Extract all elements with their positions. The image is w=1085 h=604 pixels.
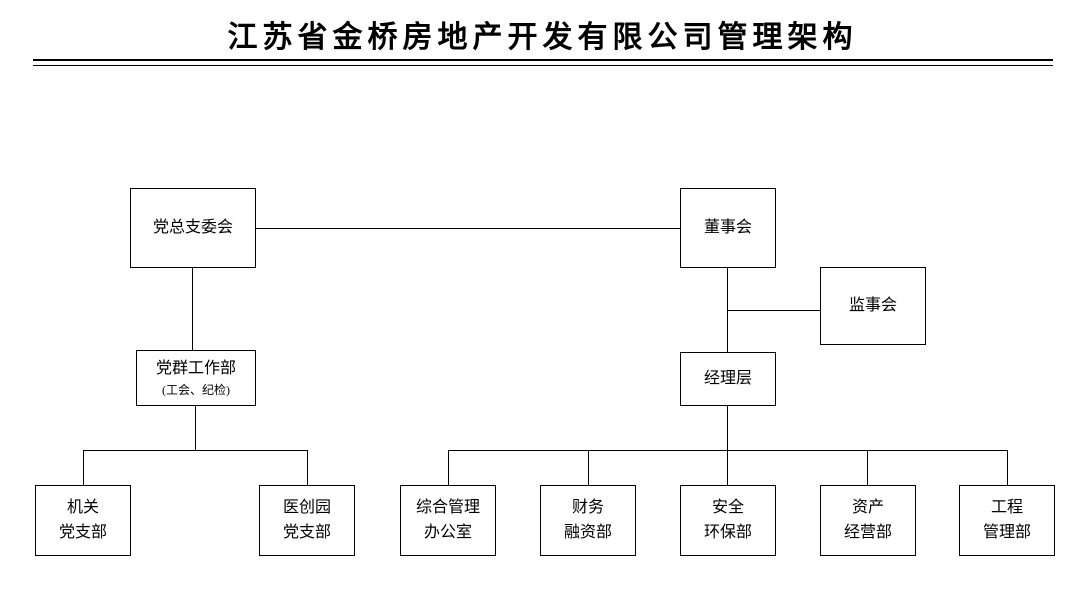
node-sublabel: (工会、纪检) [162, 383, 230, 397]
node-label: 工程 管理部 [982, 498, 1031, 541]
connector-drop-office-branch [83, 450, 84, 485]
node-label: 董事会 [703, 218, 752, 236]
node-office-party-branch: 机关 党支部 [35, 485, 131, 556]
node-finance-financing-dept: 财务 融资部 [540, 485, 636, 556]
node-label: 经理层 [703, 369, 752, 387]
node-label: 党群工作部 [155, 360, 236, 378]
node-medpark-party-branch: 医创园 党支部 [259, 485, 355, 556]
connector-drop-general-office [448, 450, 449, 485]
node-label: 综合管理 办公室 [415, 498, 480, 541]
connector-left-branch-bar [83, 450, 307, 451]
node-general-admin-office: 综合管理 办公室 [400, 485, 496, 556]
node-label: 医创园 党支部 [282, 498, 331, 541]
connector-management-down [727, 406, 728, 485]
connector-drop-engineering [1007, 450, 1008, 485]
connector-drop-medpark-branch [307, 450, 308, 485]
connector-dept-down [195, 406, 196, 450]
node-board-of-directors: 董事会 [680, 188, 776, 268]
node-label: 党总支委会 [152, 218, 233, 236]
connector-party-board [256, 228, 680, 229]
node-label: 财务 融资部 [563, 498, 612, 541]
node-engineering-management-dept: 工程 管理部 [959, 485, 1055, 556]
connector-to-supervisory [728, 310, 820, 311]
node-asset-operation-dept: 资产 经营部 [820, 485, 916, 556]
node-label: 资产 经营部 [843, 498, 892, 541]
node-label: 监事会 [848, 296, 897, 314]
node-label: 安全 环保部 [703, 498, 752, 541]
node-supervisory-board: 监事会 [820, 267, 926, 345]
node-safety-environment-dept: 安全 环保部 [680, 485, 776, 556]
chart-title: 江苏省金桥房地产开发有限公司管理架构 [227, 21, 858, 54]
node-party-general-branch-committee: 党总支委会 [130, 188, 256, 268]
connector-board-to-management [727, 268, 728, 352]
node-management-layer: 经理层 [680, 352, 776, 406]
connector-right-branch-bar [448, 450, 1007, 451]
title-double-rule [33, 59, 1053, 66]
node-party-mass-work-dept: 党群工作部 (工会、纪检) [136, 350, 256, 406]
connector-drop-finance [588, 450, 589, 485]
node-label: 机关 党支部 [58, 498, 107, 541]
connector-party-to-dept [192, 268, 193, 350]
connector-drop-asset [867, 450, 868, 485]
